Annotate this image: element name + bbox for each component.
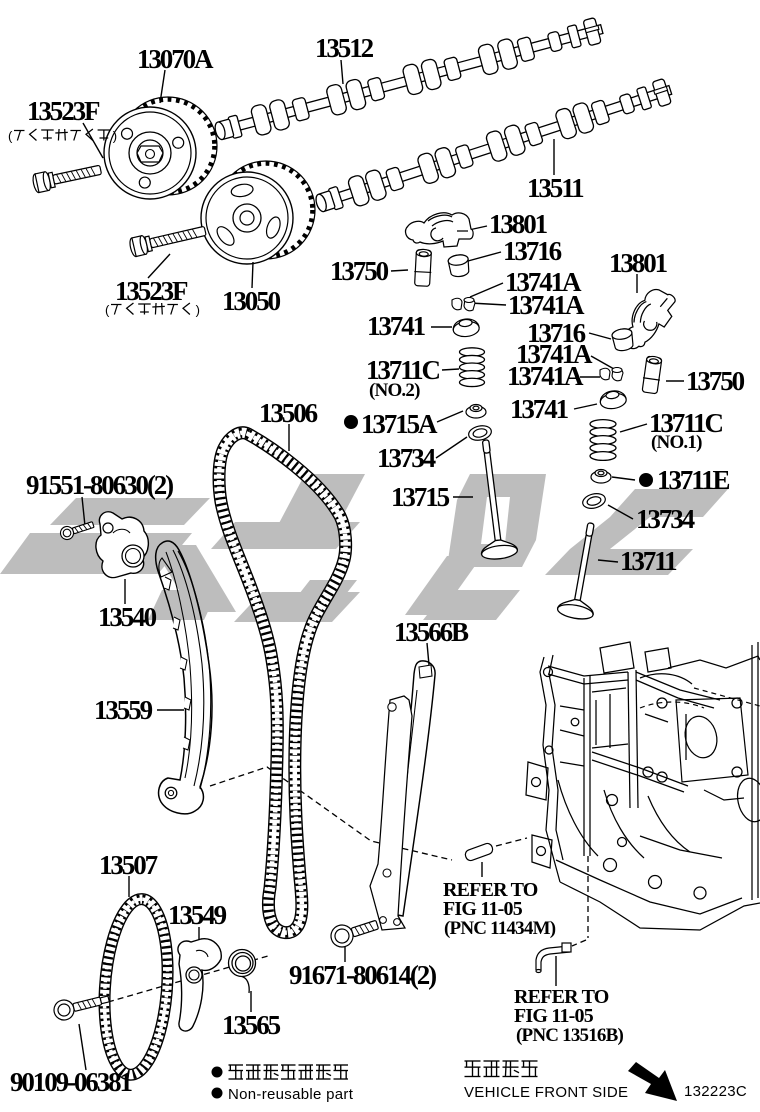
svg-text:13566B: 13566B [394, 617, 469, 647]
svg-text:(PNC 13516B): (PNC 13516B) [516, 1025, 623, 1046]
svg-text:13741A: 13741A [507, 361, 584, 391]
svg-text:13734: 13734 [377, 443, 436, 473]
svg-text:): ) [196, 303, 200, 318]
svg-text:13801: 13801 [609, 248, 668, 278]
svg-text:13716: 13716 [503, 236, 562, 266]
svg-text:13565: 13565 [222, 1010, 281, 1040]
svg-text:13750: 13750 [686, 366, 745, 396]
svg-text:132223C: 132223C [684, 1083, 747, 1100]
svg-text:13715: 13715 [391, 482, 450, 512]
svg-text:13549: 13549 [168, 900, 227, 930]
svg-text:91551-80630(2): 91551-80630(2) [26, 470, 173, 500]
svg-text:13507: 13507 [99, 850, 158, 880]
svg-text:(NO.1): (NO.1) [651, 432, 702, 453]
svg-text:13050: 13050 [222, 286, 281, 316]
svg-text:13523F: 13523F [27, 96, 100, 126]
svg-text:13711C: 13711C [649, 408, 723, 438]
svg-text:13540: 13540 [98, 602, 157, 632]
svg-text:Non-reusable part: Non-reusable part [228, 1086, 354, 1103]
svg-text:13734: 13734 [636, 504, 695, 534]
svg-text:13741A: 13741A [516, 339, 593, 369]
svg-text:90109-06381: 90109-06381 [10, 1067, 132, 1097]
svg-text:13711E: 13711E [657, 465, 730, 495]
svg-text:13741: 13741 [367, 311, 426, 341]
svg-text:13711: 13711 [620, 546, 677, 576]
svg-text:REFER TO: REFER TO [443, 879, 538, 901]
svg-text:13523F: 13523F [115, 276, 188, 306]
svg-text:): ) [113, 129, 117, 144]
svg-text:13716: 13716 [527, 318, 586, 348]
svg-text:REFER TO: REFER TO [514, 986, 609, 1008]
svg-text:13512: 13512 [315, 33, 374, 63]
svg-text:FIG 11-05: FIG 11-05 [443, 898, 523, 920]
svg-text:13741: 13741 [510, 394, 569, 424]
svg-text:13070A: 13070A [137, 44, 214, 74]
svg-text:13559: 13559 [94, 695, 153, 725]
svg-text:(NO.2): (NO.2) [369, 380, 420, 401]
svg-text:13741A: 13741A [508, 290, 585, 320]
svg-text:13750: 13750 [330, 256, 389, 286]
svg-text:13741A: 13741A [505, 267, 582, 297]
svg-text:(: ( [105, 303, 110, 318]
svg-text:(: ( [8, 129, 13, 144]
svg-text:13801: 13801 [489, 209, 548, 239]
svg-text:FIG 11-05: FIG 11-05 [514, 1005, 594, 1027]
svg-text:13711C: 13711C [366, 355, 440, 385]
svg-text:(PNC 11434M): (PNC 11434M) [444, 918, 556, 939]
svg-text:13511: 13511 [527, 173, 584, 203]
svg-text:13506: 13506 [259, 398, 318, 428]
svg-text:13715A: 13715A [361, 409, 438, 439]
svg-text:VEHICLE FRONT SIDE: VEHICLE FRONT SIDE [464, 1084, 628, 1101]
svg-text:91671-80614(2): 91671-80614(2) [289, 960, 436, 990]
